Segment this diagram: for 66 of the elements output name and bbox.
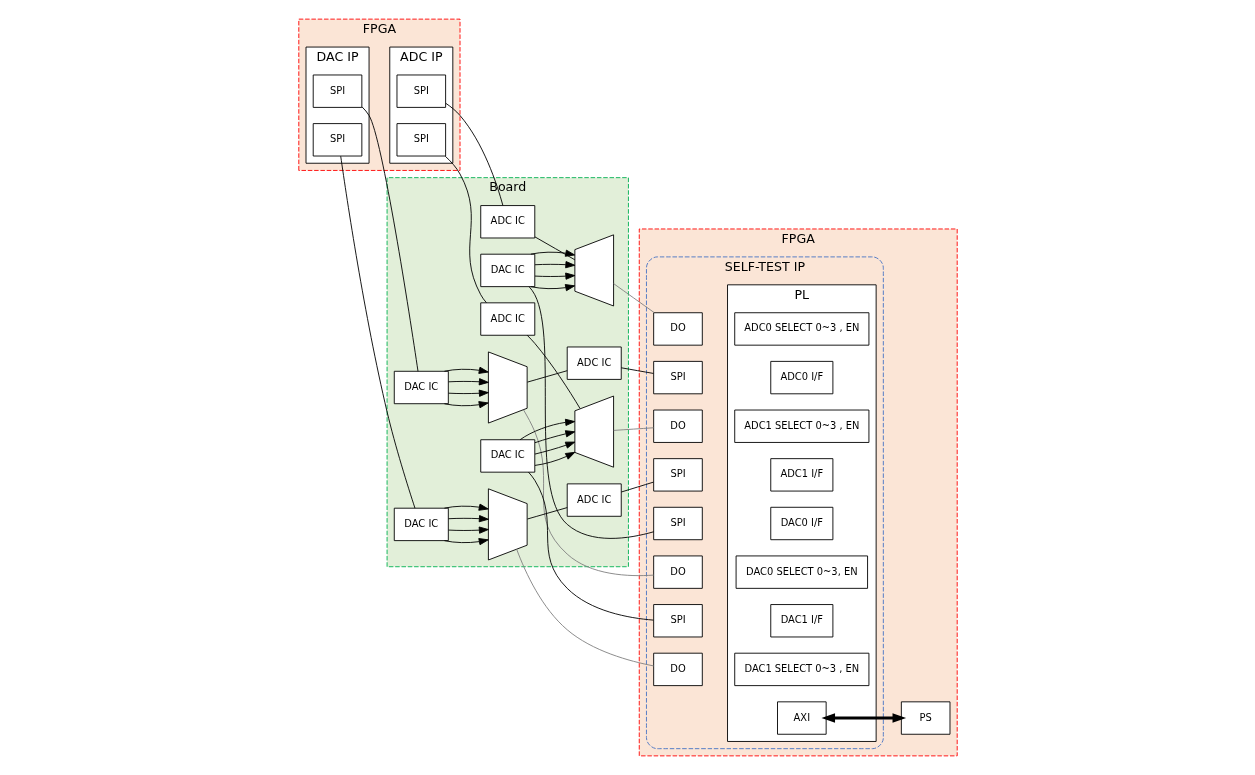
arrow: [447, 515, 489, 523]
arrow: [534, 272, 575, 280]
arrow: [447, 526, 489, 534]
node-box: ADC1 SELECT 0~3 , EN: [733, 409, 869, 443]
arrow: [443, 503, 489, 511]
node-box: SPI: [652, 360, 703, 395]
node-box: ADC1 I/F: [769, 458, 833, 492]
node-box: SPI: [312, 74, 362, 108]
arrow: [519, 418, 575, 441]
arrow: [529, 249, 575, 257]
node-box: DO: [652, 555, 703, 589]
arrow: [443, 366, 489, 374]
connector: [612, 427, 654, 431]
node-box: DO: [652, 409, 703, 443]
arrow: [447, 378, 489, 386]
connector: [526, 334, 580, 409]
node-box: AXI: [776, 701, 827, 735]
arrow: [447, 389, 489, 397]
connector: [522, 409, 654, 577]
node-trapezoid: [573, 234, 614, 307]
arrow: [443, 538, 489, 546]
node-box: PS: [900, 701, 950, 735]
node-box: SPI: [652, 604, 703, 638]
node-box: DAC1 SELECT 0~3 , EN: [733, 652, 869, 687]
connector: [444, 155, 487, 304]
arrow: [534, 261, 575, 269]
connector: [526, 370, 568, 383]
node-box: ADC IC: [479, 302, 535, 336]
connector: [620, 367, 654, 374]
node-box: ADC0 I/F: [769, 360, 833, 395]
node-box: ADC0 SELECT 0~3 , EN: [733, 312, 869, 346]
node-box: DO: [652, 652, 703, 687]
connector: [534, 236, 575, 261]
node-box: DAC0 I/F: [769, 506, 833, 541]
node-box: ADC IC: [566, 346, 622, 380]
connector: [527, 471, 654, 621]
node-box: DAC IC: [393, 507, 449, 542]
node-box: SPI: [396, 123, 446, 157]
arrow: [534, 451, 575, 466]
node-trapezoid: [487, 488, 528, 561]
node-box: SPI: [396, 74, 446, 108]
connector: [444, 102, 503, 206]
node-box: ADC IC: [479, 205, 535, 239]
node-box: DO: [652, 312, 703, 346]
arrow: [821, 713, 906, 723]
arrow: [443, 401, 489, 409]
arrow: [534, 430, 575, 444]
connector: [526, 507, 568, 520]
node-box: DAC1 I/F: [769, 604, 833, 638]
node-box: DAC IC: [479, 253, 535, 288]
node-box: SPI: [652, 458, 703, 492]
arrow: [534, 441, 575, 455]
node-box: SPI: [312, 123, 362, 157]
connector: [339, 155, 415, 509]
connector: [528, 286, 654, 539]
connector: [361, 106, 418, 372]
node-trapezoid: [573, 395, 614, 468]
node-trapezoid: [487, 351, 528, 424]
connector: [515, 549, 654, 667]
node-box: SPI: [652, 506, 703, 541]
node-box: DAC IC: [479, 439, 535, 473]
node-box: DAC IC: [393, 370, 449, 405]
node-box: ADC IC: [566, 483, 622, 517]
arrow: [529, 284, 575, 292]
connector: [620, 481, 654, 493]
node-box: DAC0 SELECT 0~3, EN: [735, 555, 868, 589]
